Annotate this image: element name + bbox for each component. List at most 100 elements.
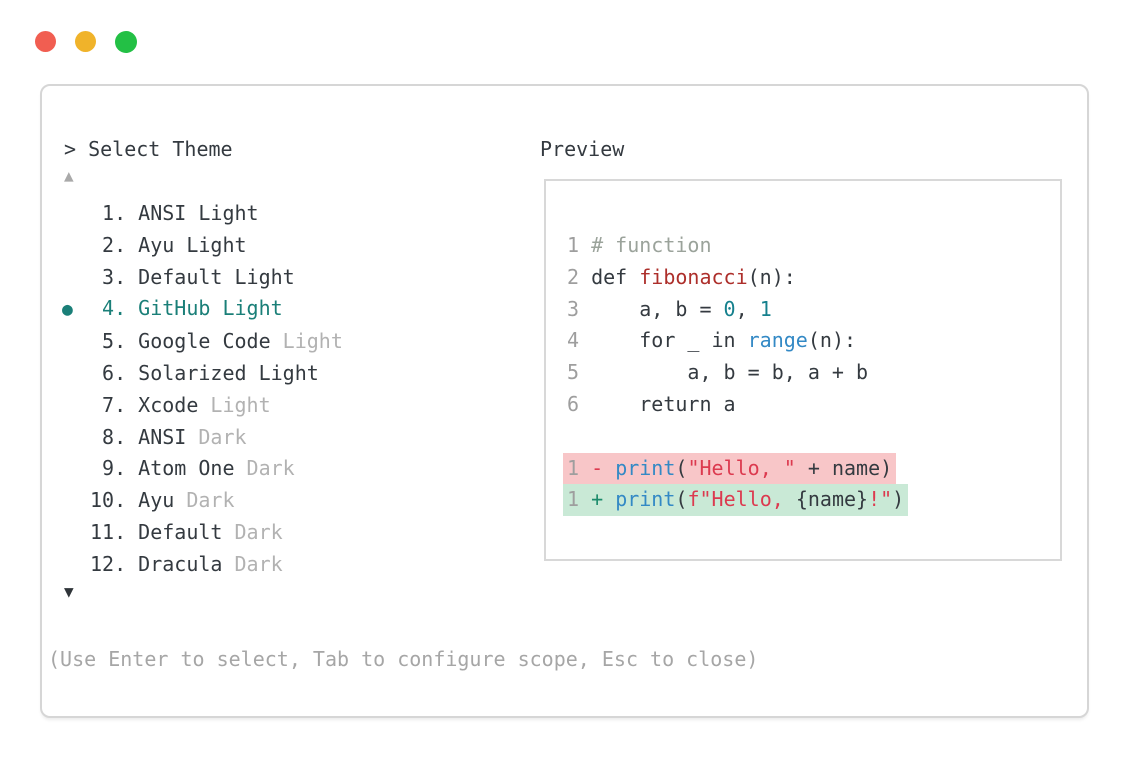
theme-variant: Light [210,392,271,417]
code-token: (n): [747,264,796,289]
line-number: 1 [567,233,592,257]
theme-name: Solarized [138,360,259,385]
theme-item[interactable]: 6. Solarized Light [62,358,343,390]
code-line: 1 # function [567,230,1060,262]
theme-variant: Light [186,232,247,257]
code-line: 3 a, b = 0, 1 [567,294,1060,326]
theme-number: 4. [90,296,139,321]
code-line: 6 return a [567,389,1060,421]
theme-number: 6. [90,360,139,385]
code-token: , [735,296,760,321]
zoom-button[interactable] [115,31,137,53]
theme-name: Ayu [138,232,187,257]
theme-variant: Dark [234,551,283,576]
theme-number: 1. [90,201,139,225]
theme-number: 3. [90,264,139,289]
code-token: "Hello, " [687,455,796,480]
line-number: 1 [567,487,592,512]
code-line: 4 for _ in range(n): [567,325,1060,357]
theme-number: 5. [90,329,139,354]
theme-item[interactable]: 2. Ayu Light [62,230,343,262]
theme-item[interactable]: 12. Dracula Dark [62,549,343,581]
line-number: 5 [567,360,592,385]
theme-item[interactable]: ● 4. GitHub Light [62,293,343,326]
theme-name: Default [138,519,235,544]
code-token: ) [892,487,905,512]
theme-name: ANSI [138,424,199,449]
theme-item[interactable]: 9. Atom One Dark [62,453,343,485]
theme-number: 12. [90,551,139,576]
theme-number: 10. [90,488,139,513]
code-token: ( [675,487,688,512]
theme-item[interactable]: 8. ANSI Dark [62,422,343,454]
theme-number: 7. [90,392,139,417]
diff-added-line: 1 + print(f"Hello, {name}!") [563,484,1060,517]
theme-variant: Dark [186,488,235,513]
theme-variant: Light [258,360,319,385]
theme-list: 1. ANSI Light 2. Ayu Light 3. Default Li… [62,198,343,581]
code-token: !" [868,487,893,512]
theme-name: ANSI [138,201,199,225]
code-line: 5 a, b = b, a + b [567,357,1060,389]
code-token: ( [675,455,688,480]
theme-name: Ayu [138,488,187,513]
theme-item[interactable]: 11. Default Dark [62,517,343,549]
code-token: - [591,455,616,480]
line-content: 6 return a [567,389,736,421]
line-number: 3 [567,296,592,321]
theme-item[interactable]: 7. Xcode Light [62,390,343,422]
line-number: 6 [567,391,592,416]
line-content: 5 a, b = b, a + b [567,357,868,389]
code-token: {name} [795,487,869,512]
code-token: for _ in [591,328,748,353]
theme-variant: Light [222,296,283,321]
window-controls [35,31,137,53]
code-token: + name) [795,455,893,480]
theme-variant: Light [282,329,343,354]
theme-number: 8. [90,424,139,449]
theme-variant: Dark [246,456,295,481]
scroll-down-icon[interactable]: ▼ [64,582,74,601]
theme-name: Xcode [138,392,211,417]
theme-item[interactable]: 3. Default Light [62,262,343,294]
code-line [567,421,1060,453]
diff-removed-line: 1 - print("Hello, " + name) [563,452,1060,485]
code-line: 2 def fibonacci(n): [567,262,1060,294]
theme-item[interactable]: 1. ANSI Light [62,198,343,230]
code-token: return a [591,391,736,416]
close-button[interactable] [35,31,56,52]
theme-variant: Dark [198,424,247,449]
picker-prompt: > Select Theme [64,137,233,161]
minimize-button[interactable] [75,31,96,52]
theme-name: Dracula [138,551,235,576]
theme-item[interactable]: 5. Google Code Light [62,326,343,358]
code-token: # function [591,233,712,257]
theme-number: 11. [90,519,139,544]
code-token: (n): [807,328,857,353]
line-content: 1 # function [567,230,712,262]
line-content: 1 - print("Hello, " + name) [563,452,897,485]
theme-variant: Light [198,201,259,225]
code-token: a, b = [591,296,724,321]
code-token: 0 [723,296,736,321]
code-token: + [591,487,616,512]
theme-item[interactable]: 10. Ayu Dark [62,485,343,517]
code-token: def [591,264,640,289]
code-token: fibonacci [639,264,748,289]
theme-variant: Dark [234,519,283,544]
preview-label: Preview [540,137,625,161]
line-content: 4 for _ in range(n): [567,325,856,357]
theme-name: Atom One [138,456,247,481]
scroll-up-icon[interactable]: ▲ [64,166,74,185]
code-token: print [615,487,676,512]
line-content: 1 + print(f"Hello, {name}!") [563,484,909,517]
line-number: 2 [567,264,592,289]
code-token: range [747,328,808,353]
theme-variant: Light [234,264,295,289]
theme-name: Default [138,264,235,289]
code-token: f"Hello, [687,487,796,512]
theme-number: 2. [90,232,139,257]
theme-name: Google Code [138,329,283,354]
line-content: 3 a, b = 0, 1 [567,294,772,326]
